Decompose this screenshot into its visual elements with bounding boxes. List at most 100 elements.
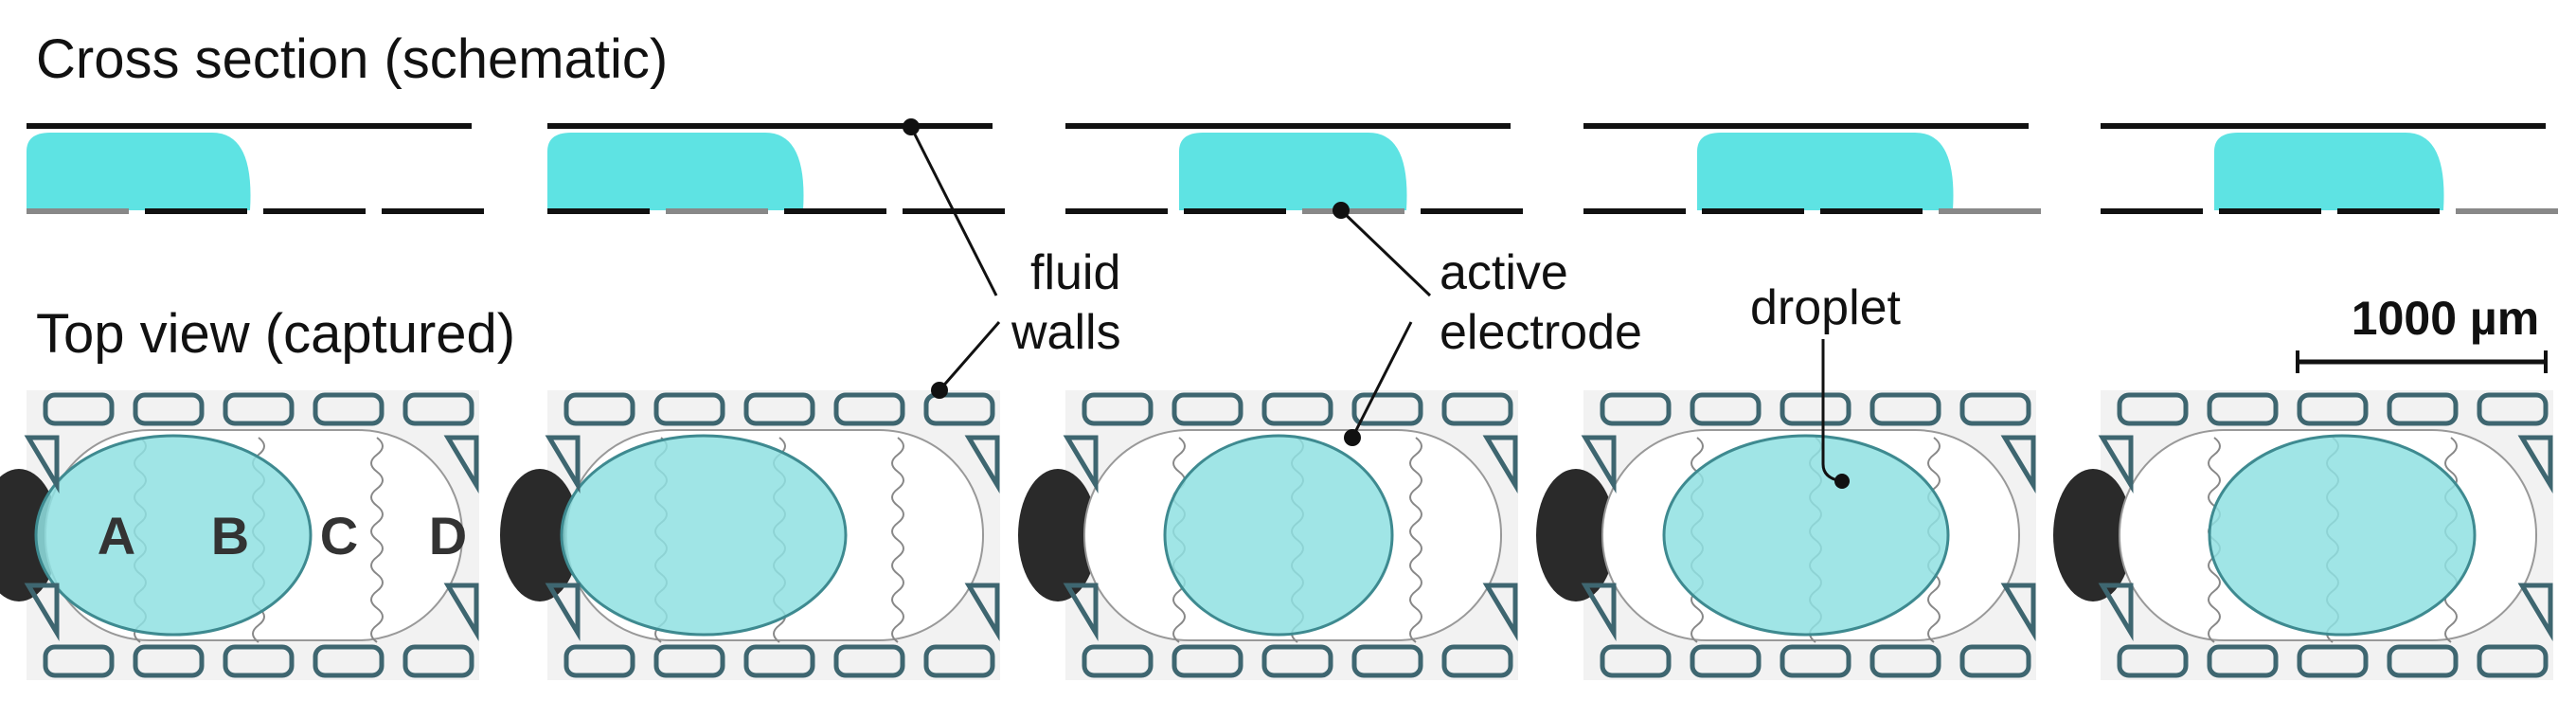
fluid-wall-bottom: [1869, 644, 1941, 678]
electrode-boundary: [1409, 437, 1422, 643]
fluid-walls-annotation: fluid walls: [903, 118, 1121, 399]
leader-line: [1339, 208, 1432, 297]
top-view-panel-5: [2053, 390, 2553, 680]
active-electrode-label-2: electrode: [1440, 305, 1642, 360]
fluid-walls-label-2: walls: [1011, 305, 1121, 360]
electrode-boundary: [370, 437, 384, 643]
cross-section-panel-3: [1065, 123, 1523, 214]
leader-dot: [1834, 474, 1850, 489]
leader-line: [1351, 321, 1413, 439]
leader-dot: [903, 118, 920, 135]
fluid-wall-bottom: [923, 644, 995, 678]
fluid-wall-bottom: [1261, 644, 1333, 678]
fluid-wall-top: [923, 392, 995, 426]
inlet-port: [500, 469, 580, 601]
top-view-panel-1: A B C D: [0, 390, 479, 680]
fluid-wall-bottom: [1441, 644, 1513, 678]
cross-section-panel-1: [27, 123, 484, 214]
leader-dot: [1344, 429, 1361, 446]
fluid-wall-bottom: [223, 644, 295, 678]
droplet-cross-section: [1179, 133, 1407, 210]
fluid-wall-top: [1600, 392, 1672, 426]
top-view-panel-2: [500, 390, 1000, 680]
fluid-wall-top: [1172, 392, 1243, 426]
droplet-label: droplet: [1750, 280, 1902, 335]
fluid-wall-bottom: [43, 644, 115, 678]
top-view-panel-4: [1536, 390, 2036, 680]
droplet-top-view: [2208, 434, 2477, 637]
inlet-port: [1018, 469, 1098, 601]
fluid-wall-corner: [443, 435, 479, 494]
fluid-wall-corner: [964, 583, 1000, 642]
fluid-wall-top: [1082, 392, 1154, 426]
fluid-wall-bottom: [564, 644, 635, 678]
scale-bar-label: 1000 µm: [2352, 292, 2539, 345]
droplet-top-view: [34, 434, 313, 637]
electrode-label-a: A: [98, 506, 135, 565]
fluid-wall-bottom: [2117, 644, 2189, 678]
active-electrode-label-1: active: [1440, 245, 1568, 300]
electrode-label-c: C: [320, 506, 358, 565]
electrode-boundary: [891, 437, 904, 643]
fluid-wall-top: [2297, 392, 2369, 426]
fluid-wall-bottom: [313, 644, 385, 678]
cross-section-panel-2: [547, 123, 1005, 214]
fluid-wall-corner: [1482, 583, 1518, 642]
fluid-wall-bottom: [1959, 644, 2031, 678]
fluid-wall-bottom: [2297, 644, 2369, 678]
fluid-wall-top: [1261, 392, 1333, 426]
fluid-wall-bottom: [133, 644, 205, 678]
droplet-top-view: [1662, 434, 1950, 637]
fluid-wall-corner: [24, 435, 60, 494]
cross-section-title: Cross section (schematic): [36, 28, 668, 90]
droplet-cross-section: [547, 133, 804, 210]
fluid-wall-top: [653, 392, 725, 426]
fluid-wall-corner: [2098, 583, 2134, 642]
top-view-panel-3: [1018, 390, 1518, 680]
droplet-cross-section: [2214, 133, 2444, 210]
cross-section-row: [27, 123, 2558, 214]
leader-line: [909, 126, 998, 296]
fluid-wall-bottom: [833, 644, 905, 678]
fluid-wall-corner: [2000, 583, 2036, 642]
top-view-row: A B C D: [0, 390, 2553, 680]
fluid-wall-bottom: [2207, 644, 2279, 678]
fluid-wall-bottom: [1172, 644, 1243, 678]
fluid-wall-bottom: [2387, 644, 2459, 678]
fluid-wall-corner: [1063, 435, 1099, 494]
fluid-wall-corner: [1063, 583, 1099, 642]
scale-bar: 1000 µm: [2296, 292, 2548, 373]
fluid-wall-top: [2207, 392, 2279, 426]
fluid-wall-top: [1869, 392, 1941, 426]
fluid-wall-bottom: [402, 644, 474, 678]
fluid-wall-top: [743, 392, 815, 426]
fluid-wall-top: [313, 392, 385, 426]
electrode-label-d: D: [429, 506, 467, 565]
fluid-wall-corner: [545, 435, 581, 494]
fluid-walls-label-1: fluid: [1030, 245, 1120, 300]
fluid-wall-bottom: [1351, 644, 1423, 678]
fluid-wall-bottom: [1690, 644, 1762, 678]
fluid-wall-top: [43, 392, 115, 426]
fluid-wall-top: [833, 392, 905, 426]
fluid-wall-top: [1351, 392, 1423, 426]
fluid-wall-top: [1441, 392, 1513, 426]
droplet-top-view: [1163, 434, 1394, 637]
fluid-wall-top: [564, 392, 635, 426]
fluid-wall-corner: [2000, 435, 2036, 494]
fluid-wall-bottom: [1082, 644, 1154, 678]
fluid-wall-top: [2477, 392, 2549, 426]
fluid-wall-top: [1690, 392, 1762, 426]
fluid-wall-corner: [964, 435, 1000, 494]
active-electrode-annotation: active electrode: [1333, 202, 1642, 446]
fluid-wall-corner: [545, 583, 581, 642]
droplet-cross-section: [1697, 133, 1954, 210]
fluid-wall-bottom: [743, 644, 815, 678]
inlet-port: [1536, 469, 1616, 601]
electrode-label-b: B: [211, 506, 249, 565]
fluid-wall-top: [2117, 392, 2189, 426]
leader-dot: [1333, 202, 1350, 219]
fluid-wall-bottom: [1600, 644, 1672, 678]
fluid-wall-bottom: [2477, 644, 2549, 678]
